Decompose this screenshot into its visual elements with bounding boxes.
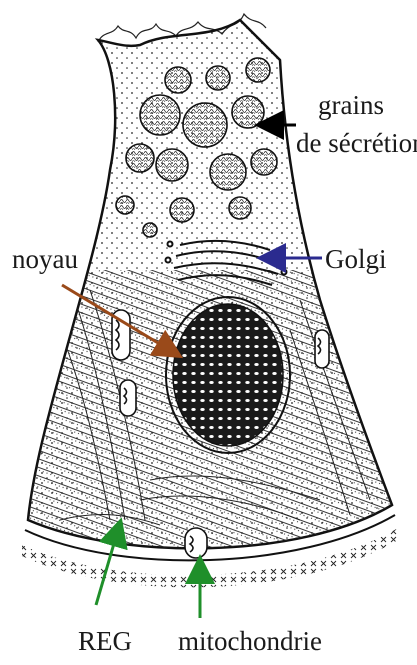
label-de-secretion: de sécrétion [296, 130, 417, 157]
label-grains: grains [318, 92, 384, 119]
label-golgi: Golgi [325, 246, 387, 273]
label-mitochondrie: mitochondrie [178, 628, 322, 655]
label-reg: REG [78, 628, 132, 655]
nucleus [166, 297, 290, 453]
label-noyau: noyau [12, 246, 78, 273]
